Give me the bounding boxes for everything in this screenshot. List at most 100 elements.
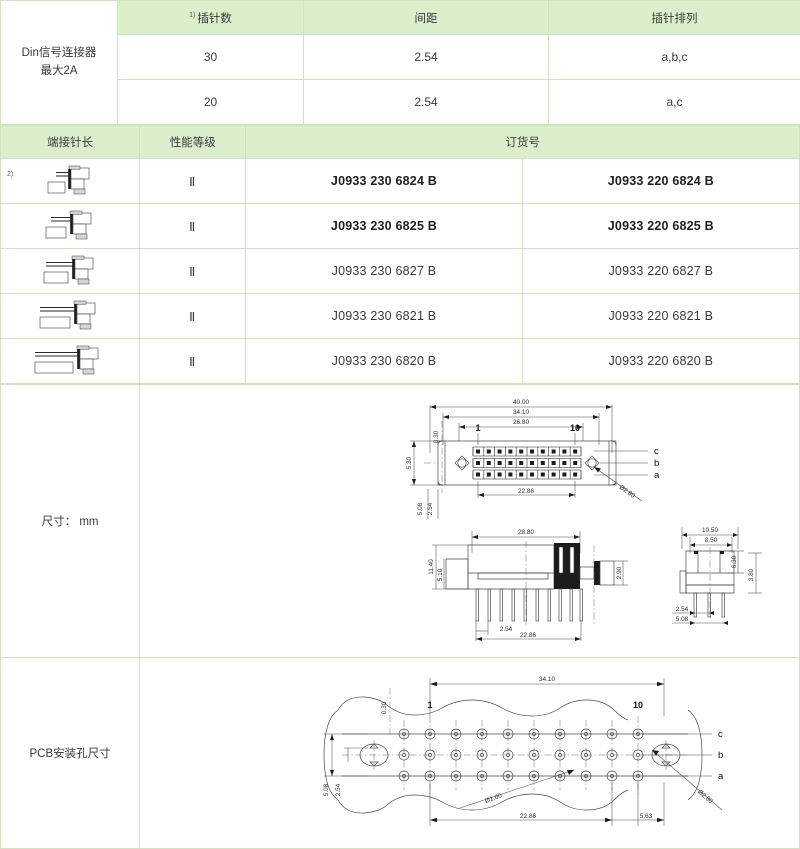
units-label: 尺寸： mm xyxy=(1,385,140,658)
spec-cell-pins: 20 xyxy=(118,80,304,125)
spec-header-pins: 1)插针数 xyxy=(118,1,304,35)
pin-length-icon-4 xyxy=(37,297,103,336)
spec-table: Din信号连接器 最大2A 1)插针数 间距 插针排列 30 2.54 a,b,… xyxy=(0,0,800,125)
table-row: Ⅱ J0933 230 6821 B J0933 220 6821 B xyxy=(1,294,800,339)
order-cell-pin-icon xyxy=(1,294,140,339)
drawing-section: 尺寸： mm 40.00 xyxy=(0,384,800,849)
svg-text:5.08: 5.08 xyxy=(676,616,689,623)
row-label-c: c xyxy=(654,446,659,457)
order-cell-number-a: J0933 230 6820 B xyxy=(246,339,522,384)
pin-length-icon-5 xyxy=(33,342,107,381)
pcb-drawing-row: PCB安装孔尺寸 34.10 xyxy=(1,658,800,849)
svg-text:40.00: 40.00 xyxy=(513,399,529,406)
spec-cell-arrangement: a,c xyxy=(549,80,800,125)
order-cell-number-a: J0933 230 6825 B xyxy=(246,204,522,249)
svg-text:10.50: 10.50 xyxy=(702,527,718,534)
order-cell-number-b: J0933 220 6821 B xyxy=(522,294,799,339)
pcb-label: PCB安装孔尺寸 xyxy=(1,658,140,849)
order-cell-grade: Ⅱ xyxy=(140,339,246,384)
dimension-drawing-row: 尺寸： mm 40.00 xyxy=(1,385,800,658)
order-cell-grade: Ⅱ xyxy=(140,249,246,294)
pin-length-icon-1 xyxy=(44,162,96,201)
svg-text:2.54: 2.54 xyxy=(335,783,342,796)
order-cell-number-b: J0933 220 6824 B xyxy=(522,159,799,204)
svg-text:6.30: 6.30 xyxy=(731,555,738,568)
order-cell-pin-icon xyxy=(1,204,140,249)
svg-text:28.80: 28.80 xyxy=(518,529,534,536)
svg-text:22.86: 22.86 xyxy=(520,632,536,639)
order-cell-pin-icon: 2) xyxy=(1,159,140,204)
pcb-row-label-c: c xyxy=(718,729,723,740)
order-table-header-row: 端接针长 性能等级 订货号 xyxy=(1,126,800,159)
spec-cell-arrangement: a,b,c xyxy=(549,35,800,80)
spec-cell-pitch: 2.54 xyxy=(304,80,549,125)
spec-header-pitch: 间距 xyxy=(304,1,549,35)
spec-cell-pins: 30 xyxy=(118,35,304,80)
spec-row-label-line1: Din信号连接器 xyxy=(1,45,117,63)
svg-text:11.40: 11.40 xyxy=(428,559,435,575)
dimension-drawing-area: 40.00 34.10 xyxy=(140,385,800,658)
svg-text:5.63: 5.63 xyxy=(640,813,653,820)
dimension-drawing-svg: 40.00 34.10 xyxy=(142,385,797,657)
svg-text:5.30: 5.30 xyxy=(406,456,413,469)
svg-text:0.30: 0.30 xyxy=(381,701,388,714)
svg-text:3.80: 3.80 xyxy=(748,568,755,581)
table-row: Ⅱ J0933 230 6825 B J0933 220 6825 B xyxy=(1,204,800,249)
spec-row-label: Din信号连接器 最大2A xyxy=(1,1,118,125)
order-cell-number-b: J0933 220 6825 B xyxy=(522,204,799,249)
spec-table-header-row: Din信号连接器 最大2A 1)插针数 间距 插针排列 xyxy=(1,1,800,35)
order-cell-grade: Ⅱ xyxy=(140,204,246,249)
spec-header-pins-label: 插针数 xyxy=(197,13,232,25)
pin-number-10: 10 xyxy=(570,423,580,433)
spec-table-row: 30 2.54 a,b,c xyxy=(1,35,800,80)
spec-cell-pitch: 2.54 xyxy=(304,35,549,80)
side-view: 28.80 xyxy=(428,529,628,641)
svg-text:Ø2.80: Ø2.80 xyxy=(618,484,637,500)
pin-length-icon-3 xyxy=(40,252,100,291)
order-cell-grade: Ⅱ xyxy=(140,294,246,339)
svg-text:8.50: 8.50 xyxy=(705,537,718,544)
svg-text:5.10: 5.10 xyxy=(437,568,444,581)
table-row: Ⅱ J0933 230 6820 B J0933 220 6820 B xyxy=(1,339,800,384)
order-cell-number-b: J0933 220 6820 B xyxy=(522,339,799,384)
order-cell-number-a: J0933 230 6827 B xyxy=(246,249,522,294)
order-cell-pin-icon xyxy=(1,249,140,294)
order-cell-number-b: J0933 220 6827 B xyxy=(522,249,799,294)
svg-text:2.54: 2.54 xyxy=(676,606,689,613)
footnote-marker-2: 2) xyxy=(7,171,13,178)
pcb-row-label-a: a xyxy=(718,771,724,782)
row-label-a: a xyxy=(654,470,660,481)
svg-text:2.54: 2.54 xyxy=(500,626,513,633)
end-view: 10.50 8.50 xyxy=(672,527,762,625)
svg-text:22.86: 22.86 xyxy=(520,813,536,820)
order-table: 端接针长 性能等级 订货号 2) xyxy=(0,125,800,384)
spec-table-row: 20 2.54 a,c xyxy=(1,80,800,125)
pcb-pin-number-1: 1 xyxy=(428,700,433,710)
mount-hole-left xyxy=(455,456,469,470)
svg-text:22.86: 22.86 xyxy=(518,488,534,495)
footnote-marker-1: 1) xyxy=(189,12,195,19)
contact-array xyxy=(473,447,581,479)
pcb-row-label-b: b xyxy=(718,750,723,761)
pcb-pin-number-10: 10 xyxy=(633,700,643,710)
front-view: 40.00 34.10 xyxy=(406,399,660,519)
svg-text:Ø2.80: Ø2.80 xyxy=(696,789,714,806)
spec-row-label-line2: 最大2A xyxy=(1,63,117,81)
order-header-order-no: 订货号 xyxy=(246,126,800,159)
order-header-pin-length: 端接针长 xyxy=(1,126,140,159)
pin-number-1: 1 xyxy=(476,423,481,433)
order-cell-number-a: J0933 230 6824 B xyxy=(246,159,522,204)
side-view-pins xyxy=(476,589,583,621)
pcb-drawing-area: 34.10 xyxy=(140,658,800,849)
pcb-drawing-svg: 34.10 xyxy=(142,658,797,848)
table-row: Ⅱ J0933 230 6827 B J0933 220 6827 B xyxy=(1,249,800,294)
svg-text:2.90: 2.90 xyxy=(616,566,623,579)
svg-text:5.08: 5.08 xyxy=(323,783,330,796)
spec-header-arrangement: 插针排列 xyxy=(549,1,800,35)
order-cell-pin-icon xyxy=(1,339,140,384)
svg-text:5.08: 5.08 xyxy=(417,502,424,515)
order-cell-number-a: J0933 230 6821 B xyxy=(246,294,522,339)
row-label-b: b xyxy=(654,458,659,469)
svg-text:34.10: 34.10 xyxy=(539,676,555,683)
